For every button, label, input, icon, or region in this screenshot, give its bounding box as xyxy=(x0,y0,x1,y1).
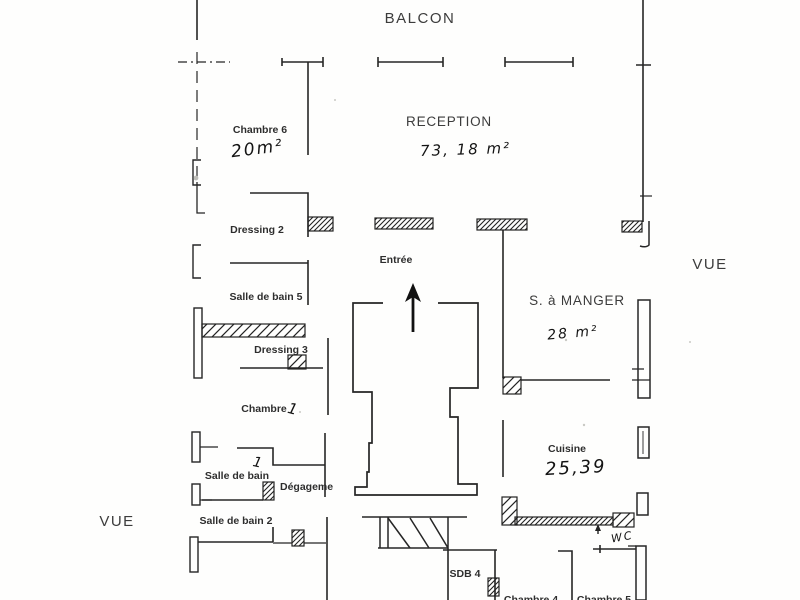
label-salle-de-bain2: Salle de bain 2 xyxy=(200,515,273,527)
area-chambre6: 20m² xyxy=(230,136,285,162)
label-cuisine: Cuisine xyxy=(548,443,586,455)
area-reception: 73, 18 m² xyxy=(420,139,512,160)
area-salle-a-manger: 28 m² xyxy=(547,323,600,343)
label-sdb4: SDB 4 xyxy=(450,568,481,580)
number-chambre1: 1 xyxy=(286,399,302,419)
label-degagement: Dégageme xyxy=(280,481,333,493)
label-vue-right: VUE xyxy=(692,256,727,273)
label-entree: Entrée xyxy=(380,254,413,266)
right-piers xyxy=(628,299,651,600)
label-chambre4: Chambre 4 xyxy=(504,594,558,600)
label-chambre1: Chambre xyxy=(241,403,287,415)
label-chambre5: Chambre 5 xyxy=(577,594,631,600)
wc-arrow-icon xyxy=(595,524,601,534)
hatched-blocks xyxy=(201,216,643,597)
outer-walls xyxy=(178,0,652,222)
label-vue-left: VUE xyxy=(99,513,134,530)
door-swing-icon xyxy=(639,221,650,248)
label-salle-a-manger: S. à MANGER xyxy=(529,293,625,308)
stairwell xyxy=(352,302,479,496)
label-dressing2: Dressing 2 xyxy=(230,224,284,236)
scan-noise xyxy=(193,99,691,427)
number-salle-de-bain1: 1 xyxy=(251,454,265,472)
label-balcon: BALCON xyxy=(385,10,456,27)
area-cuisine: 25,39 xyxy=(545,456,608,480)
window-symbols xyxy=(189,159,218,573)
label-salle-de-bain5: Salle de bain 5 xyxy=(230,291,303,303)
label-dressing3: Dressing 3 xyxy=(254,344,308,356)
label-wc: WC xyxy=(610,529,634,546)
entrance-arrow-icon xyxy=(405,283,421,332)
interior-walls xyxy=(193,62,640,600)
label-salle-de-bain1: Salle de bain xyxy=(205,470,269,482)
staircase-icon xyxy=(362,516,467,549)
label-reception: RECEPTION xyxy=(406,114,492,129)
label-chambre6: Chambre 6 xyxy=(233,124,287,136)
